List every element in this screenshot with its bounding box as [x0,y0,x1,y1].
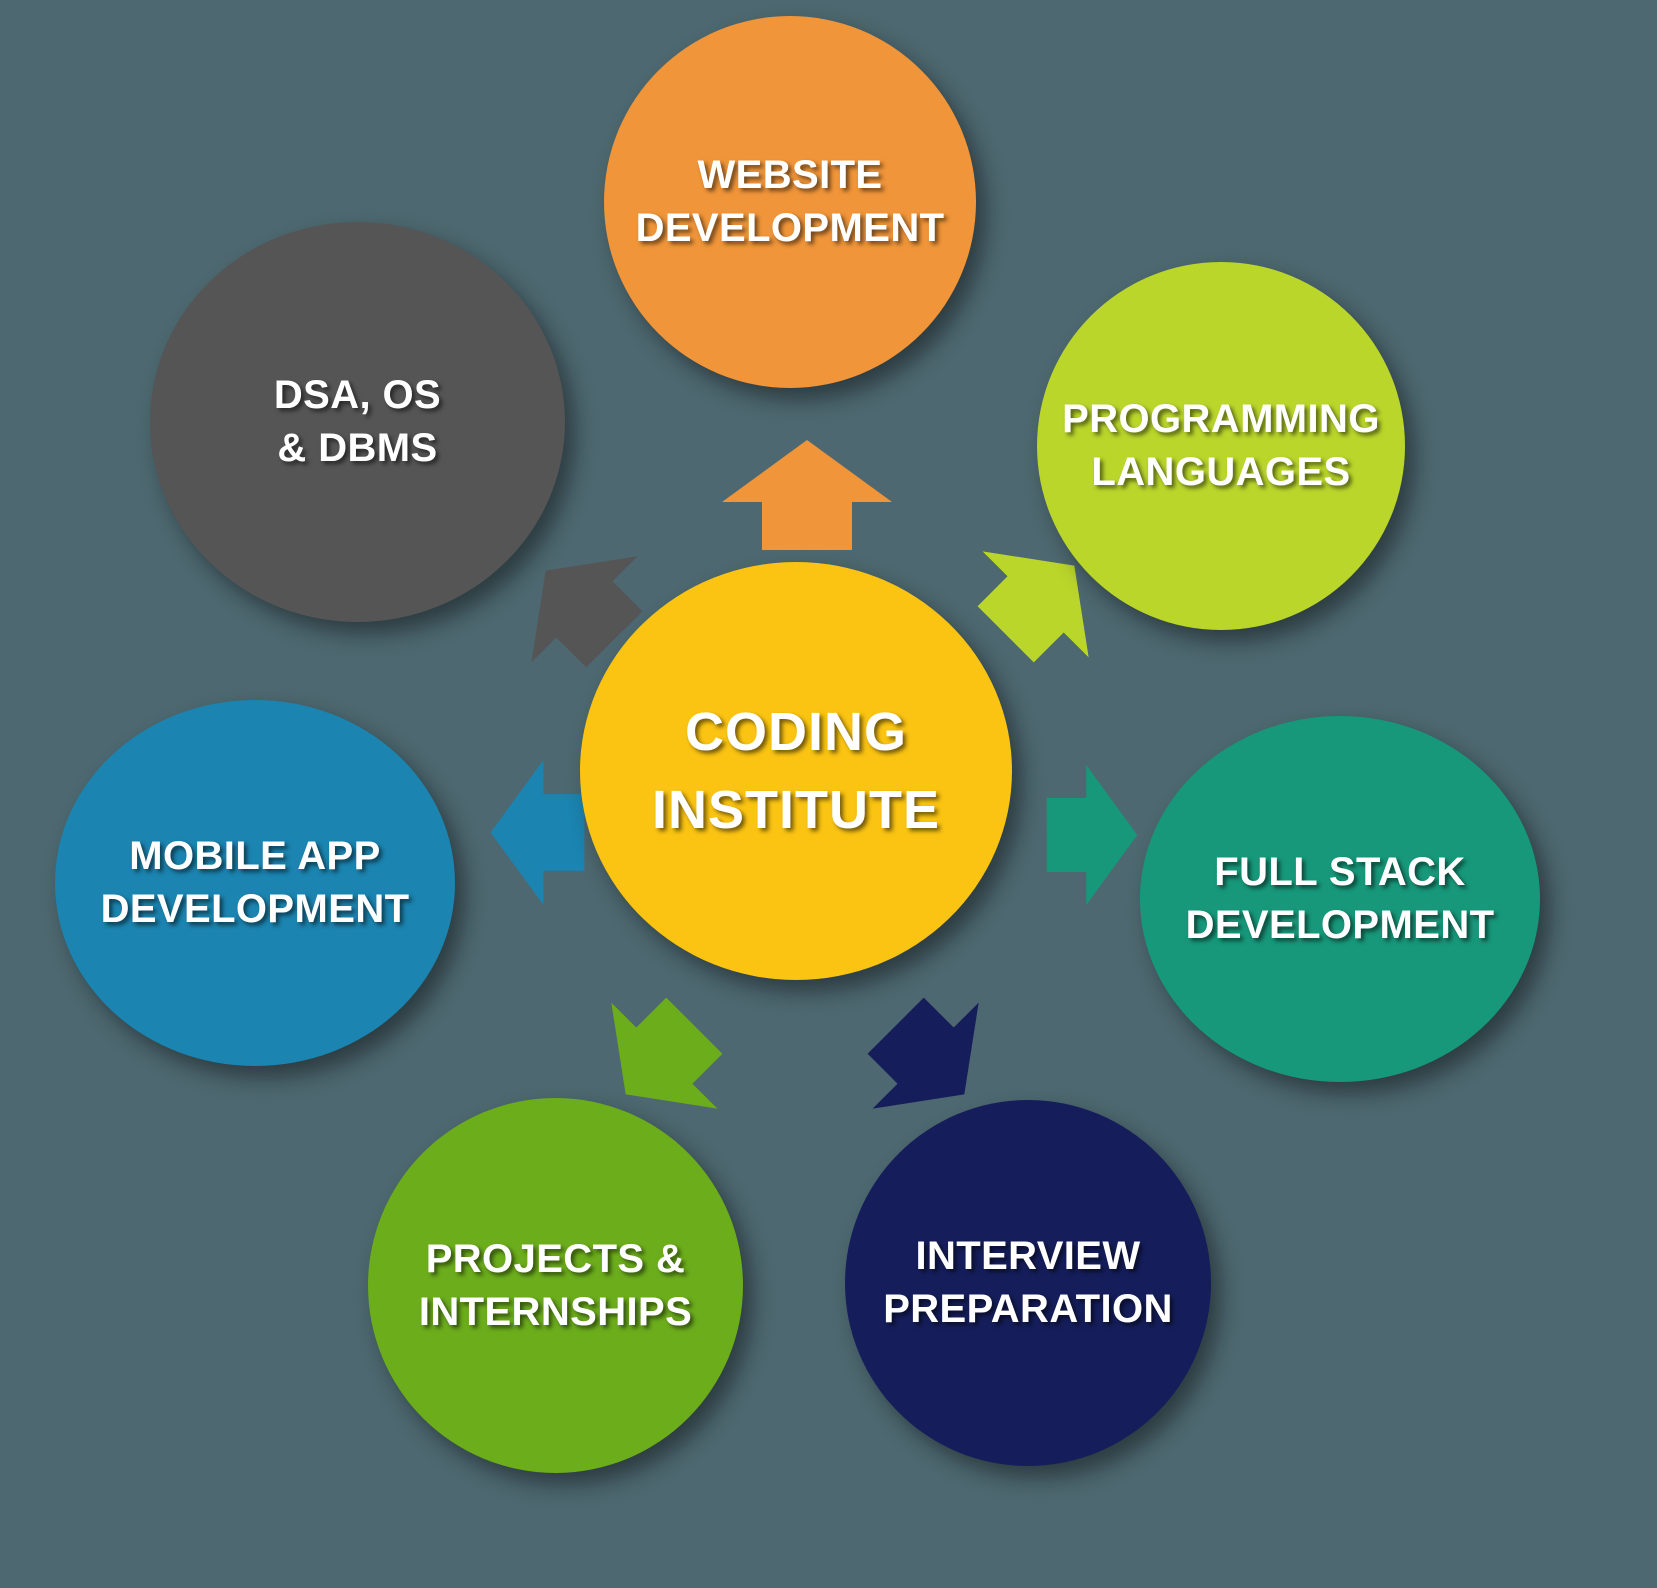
hub-label: CODING INSTITUTE [652,701,940,840]
node-projects-internships-label: PROJECTS & INTERNSHIPS [418,1236,693,1334]
node-website-development[interactable]: WEBSITE DEVELOPMENT [604,16,976,388]
node-dsa-os-dbms[interactable]: DSA, OS & DBMS [150,222,565,622]
node-interview-preparation-label: INTERVIEW PREPARATION [883,1234,1173,1331]
node-programming-languages[interactable]: PROGRAMMING LANGUAGES [1037,262,1405,630]
node-dsa-os-dbms-label: DSA, OS & DBMS [273,373,442,470]
node-mobile-app-development-label: MOBILE APP DEVELOPMENT [100,834,410,931]
node-full-stack-development-label: FULL STACK DEVELOPMENT [1185,850,1495,947]
node-projects-internships[interactable]: PROJECTS & INTERNSHIPS [368,1098,743,1473]
node-interview-preparation[interactable]: INTERVIEW PREPARATION [845,1100,1211,1466]
node-coding-institute-hub[interactable]: CODING INSTITUTE [580,562,1012,980]
node-mobile-app-development[interactable]: MOBILE APP DEVELOPMENT [55,700,455,1066]
node-full-stack-development[interactable]: FULL STACK DEVELOPMENT [1140,716,1540,1082]
arrow-up-website-development [722,440,892,550]
node-programming-languages-label: PROGRAMMING LANGUAGES [1062,397,1380,494]
node-website-development-label: WEBSITE DEVELOPMENT [635,153,945,250]
